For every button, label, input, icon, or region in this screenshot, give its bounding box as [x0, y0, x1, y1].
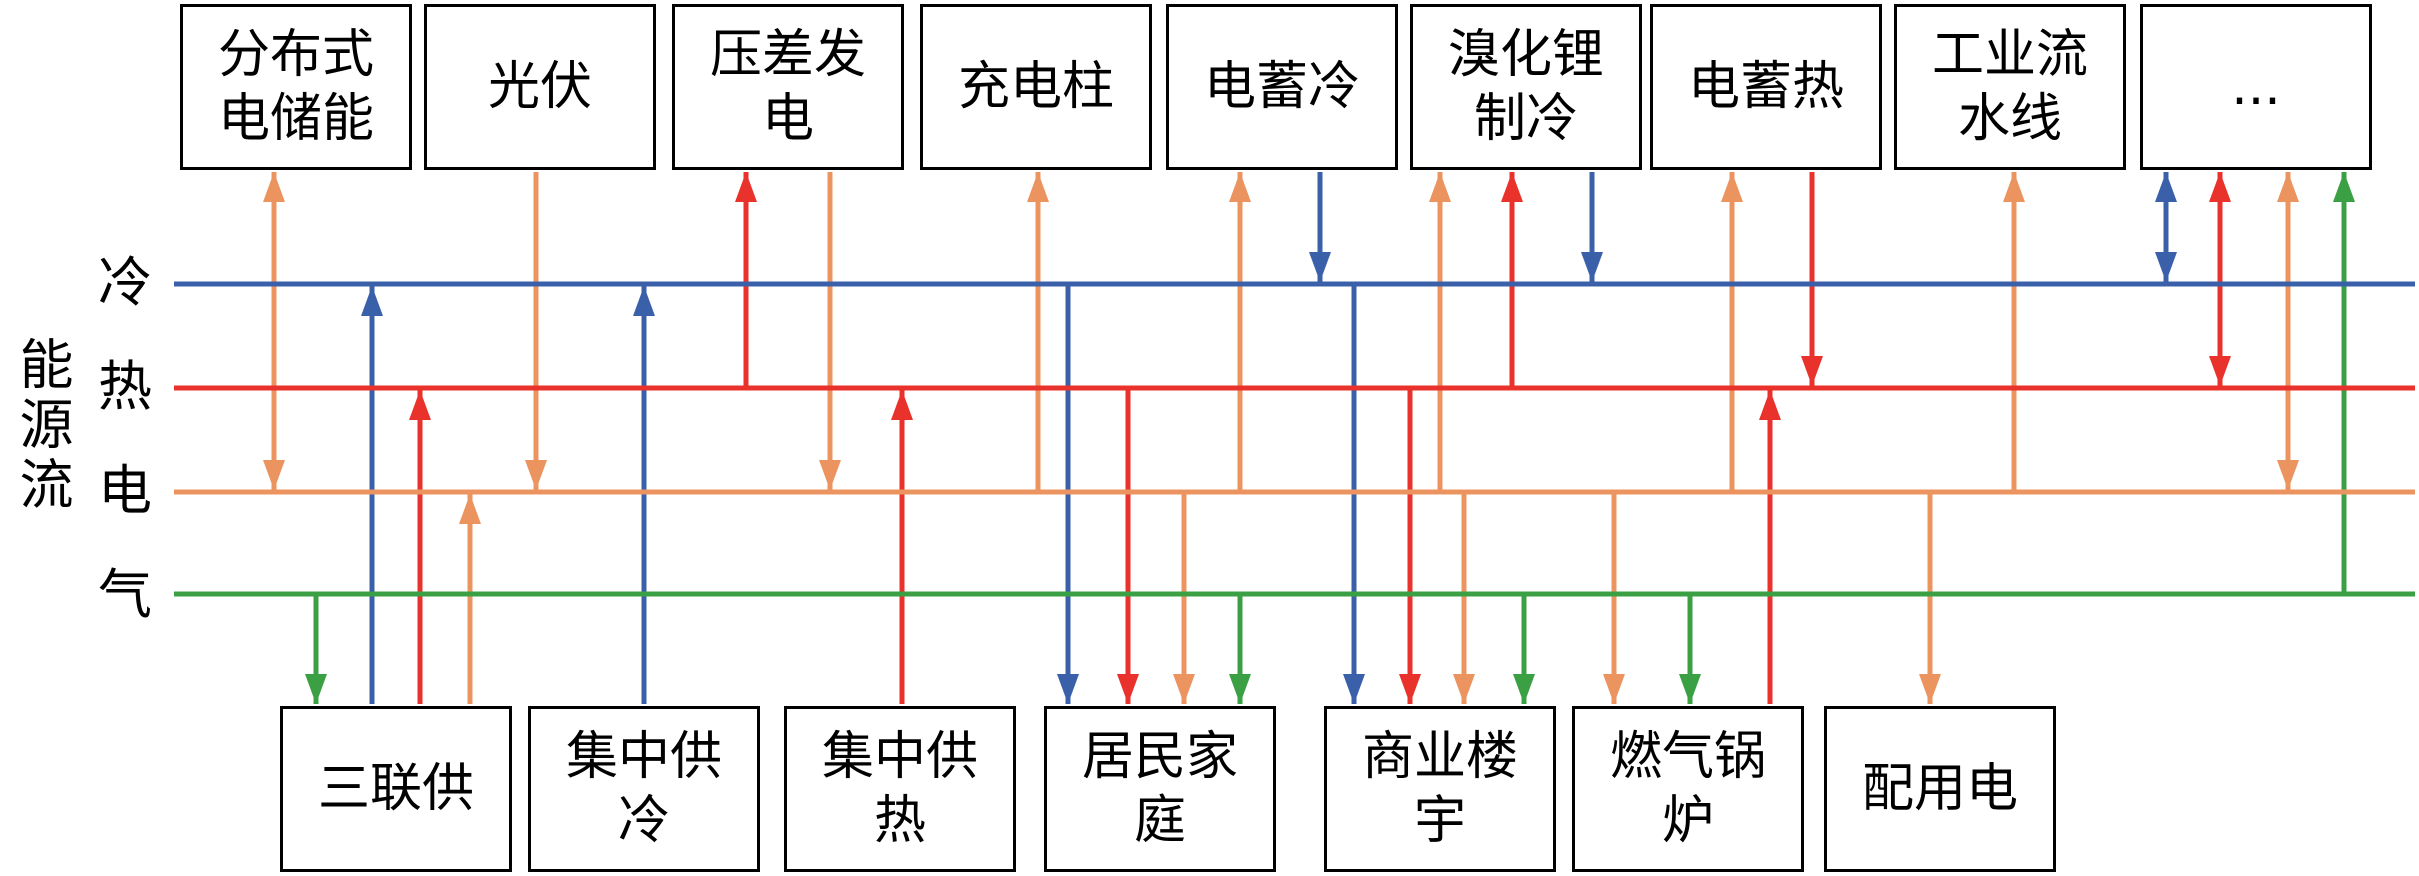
conn-pv-electric-arrowhead	[525, 460, 547, 490]
box-industrial-line: 工业流水线	[1894, 4, 2126, 170]
box-charging-pile-label: 充电柱	[957, 57, 1114, 117]
conn-boiler-electric-arrowhead	[1603, 674, 1625, 704]
bus-label-heat: 热	[98, 355, 152, 418]
box-power-distribution: 配用电	[1824, 706, 2056, 872]
conn-pressure-heat-arrowhead	[735, 172, 757, 202]
box-district-cooling-label: 集中供冷	[565, 727, 722, 851]
box-power-distribution-label: 配用电	[1861, 759, 2018, 819]
box-libr-cooling-label: 溴化锂制冷	[1447, 25, 1604, 149]
box-commercial-label: 商业楼宇	[1361, 727, 1518, 851]
box-photovoltaic-label: 光伏	[487, 57, 592, 117]
conn-more-heat-arrowhead	[2209, 356, 2231, 386]
conn-cchp-electric-arrowhead	[459, 494, 481, 524]
conn-libr-cold-arrowhead	[1581, 252, 1603, 282]
conn-dcool-cold-arrowhead	[633, 286, 655, 316]
conn-com-electric-arrowhead	[1453, 674, 1475, 704]
bus-label-gas: 气	[98, 563, 152, 626]
box-electric-cold-storage-label: 电蓄冷	[1203, 57, 1360, 117]
conn-res-electric-arrowhead	[1173, 674, 1195, 704]
conn-ecold-cold-arrowhead	[1309, 252, 1331, 282]
box-distributed-storage-label: 分布式电储能	[217, 25, 374, 149]
box-pressure-generation-label: 压差发电	[709, 25, 866, 149]
axis-title: 能源流	[10, 336, 73, 516]
box-district-cooling: 集中供冷	[528, 706, 760, 872]
box-more-label: ...	[2231, 57, 2281, 117]
conn-power-electric-arrowhead	[1919, 674, 1941, 704]
conn-libr-electric-arrowhead	[1429, 172, 1451, 202]
conn-charging-electric-arrowhead	[1027, 172, 1049, 202]
bus-lines	[174, 281, 2415, 597]
conn-more-gas-arrowhead	[2333, 172, 2355, 202]
conn-storage-electric-arrowhead	[263, 460, 285, 490]
bus-label-electric: 电	[98, 459, 152, 522]
conn-eheat-heat-arrowhead	[1801, 356, 1823, 386]
box-district-heating: 集中供热	[784, 706, 1016, 872]
conn-com-cold-arrowhead	[1343, 674, 1365, 704]
box-gas-boiler-label: 燃气锅炉	[1609, 727, 1766, 851]
bus-label-cold: 冷	[98, 251, 152, 314]
conn-libr-heat-arrowhead	[1501, 172, 1523, 202]
box-electric-heat-storage-label: 电蓄热	[1687, 57, 1844, 117]
box-pressure-generation: 压差发电	[672, 4, 904, 170]
conn-more-cold-arrowhead-start	[2155, 172, 2177, 202]
box-cchp-label: 三联供	[317, 759, 474, 819]
conn-more-cold-arrowhead	[2155, 252, 2177, 282]
box-distributed-storage: 分布式电储能	[180, 4, 412, 170]
conn-com-gas-arrowhead	[1513, 674, 1535, 704]
box-industrial-line-label: 工业流水线	[1931, 25, 2088, 149]
conn-pressure-electric-arrowhead	[819, 460, 841, 490]
conn-res-heat-arrowhead	[1117, 674, 1139, 704]
conn-more-electric-arrowhead-start	[2277, 172, 2299, 202]
conn-dheat-heat-arrowhead	[891, 390, 913, 420]
conn-res-gas-arrowhead	[1229, 674, 1251, 704]
box-gas-boiler: 燃气锅炉	[1572, 706, 1804, 872]
conn-cchp-cold-arrowhead	[361, 286, 383, 316]
box-electric-heat-storage: 电蓄热	[1650, 4, 1882, 170]
box-photovoltaic: 光伏	[424, 4, 656, 170]
conn-eheat-electric-arrowhead	[1721, 172, 1743, 202]
box-libr-cooling: 溴化锂制冷	[1410, 4, 1642, 170]
box-charging-pile: 充电柱	[920, 4, 1152, 170]
conn-com-heat-arrowhead	[1399, 674, 1421, 704]
box-residential-label: 居民家庭	[1081, 727, 1238, 851]
conn-more-electric-arrowhead	[2277, 460, 2299, 490]
conn-industrial-electric-arrowhead	[2003, 172, 2025, 202]
conn-cchp-heat-arrowhead	[409, 390, 431, 420]
conn-storage-electric-arrowhead-start	[263, 172, 285, 202]
conn-boiler-gas-arrowhead	[1679, 674, 1701, 704]
box-cchp: 三联供	[280, 706, 512, 872]
box-residential: 居民家庭	[1044, 706, 1276, 872]
conn-more-heat-arrowhead-start	[2209, 172, 2231, 202]
box-commercial: 商业楼宇	[1324, 706, 1556, 872]
conn-cchp-gas-arrowhead	[305, 674, 327, 704]
conn-boiler-heat-arrowhead	[1759, 390, 1781, 420]
conn-res-cold-arrowhead	[1057, 674, 1079, 704]
conn-ecold-electric-arrowhead	[1229, 172, 1251, 202]
box-electric-cold-storage: 电蓄冷	[1166, 4, 1398, 170]
connector-lines	[263, 172, 2355, 704]
box-district-heating-label: 集中供热	[821, 727, 978, 851]
box-more: ...	[2140, 4, 2372, 170]
